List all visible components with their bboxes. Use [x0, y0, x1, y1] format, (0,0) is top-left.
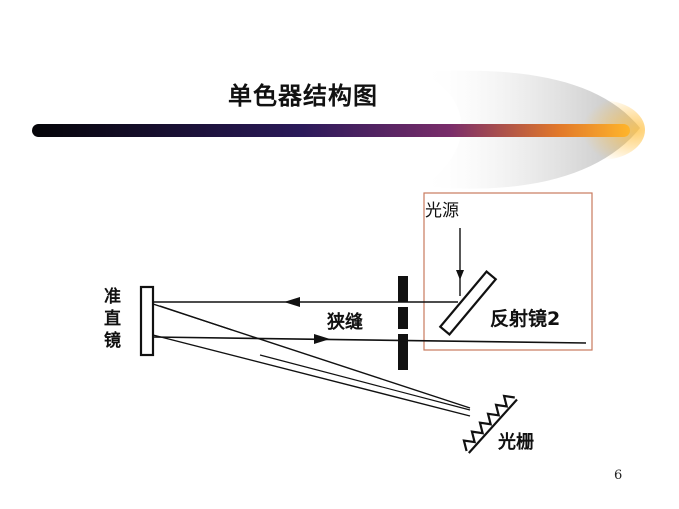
collimator-label-1: 准	[104, 287, 121, 307]
grating-label: 光栅	[497, 431, 534, 453]
collimator-mirror	[139, 285, 155, 357]
grating	[462, 394, 518, 454]
banner-bar	[32, 124, 630, 137]
beam-grating-return	[259, 354, 471, 411]
output-beam	[152, 336, 587, 344]
collimator-label-3: 镜	[104, 330, 121, 351]
page-number: 6	[614, 468, 623, 483]
beam-arrow-left	[284, 297, 300, 307]
slit	[398, 276, 408, 370]
output-arrow-right	[314, 334, 330, 344]
beam-collimator-cross	[159, 305, 233, 331]
page-title: 单色器结构图	[228, 82, 378, 110]
light-source-label: 光源	[425, 201, 459, 221]
incident-arrow-head	[456, 270, 464, 280]
collimator-label-2: 直	[104, 308, 121, 329]
mirror-2	[438, 270, 498, 336]
callout-box	[423, 192, 593, 351]
beam-collimator-grating-b	[152, 334, 471, 417]
slit-label: 狭缝	[326, 311, 363, 333]
mirror2-label: 反射镜2	[490, 307, 560, 330]
